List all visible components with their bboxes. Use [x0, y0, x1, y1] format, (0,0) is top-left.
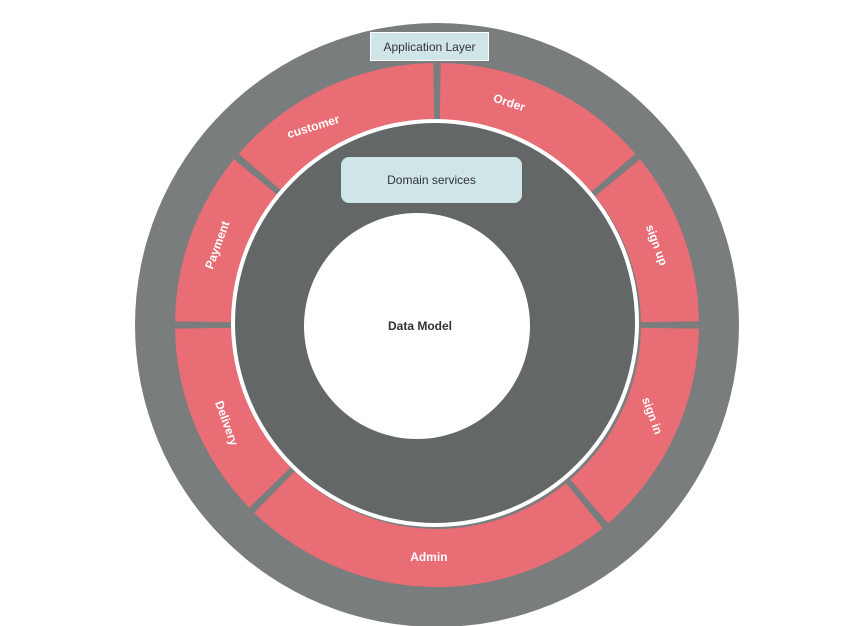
segment-sign-in: [570, 327, 699, 524]
segment-sign-up: [595, 159, 699, 323]
data-model-core: [304, 213, 530, 439]
application-module-segments: [175, 63, 699, 587]
application-layer-label: Application Layer: [370, 32, 489, 61]
segment-delivery: [175, 327, 291, 508]
segment-order: [439, 63, 636, 192]
domain-services-label: Domain services: [341, 157, 522, 203]
segment-admin: [254, 471, 603, 587]
segment-payment: [175, 159, 279, 323]
data-model-label: Data Model: [387, 319, 452, 333]
segment-customer: [238, 63, 435, 192]
module-label-admin: Admin: [410, 550, 447, 564]
